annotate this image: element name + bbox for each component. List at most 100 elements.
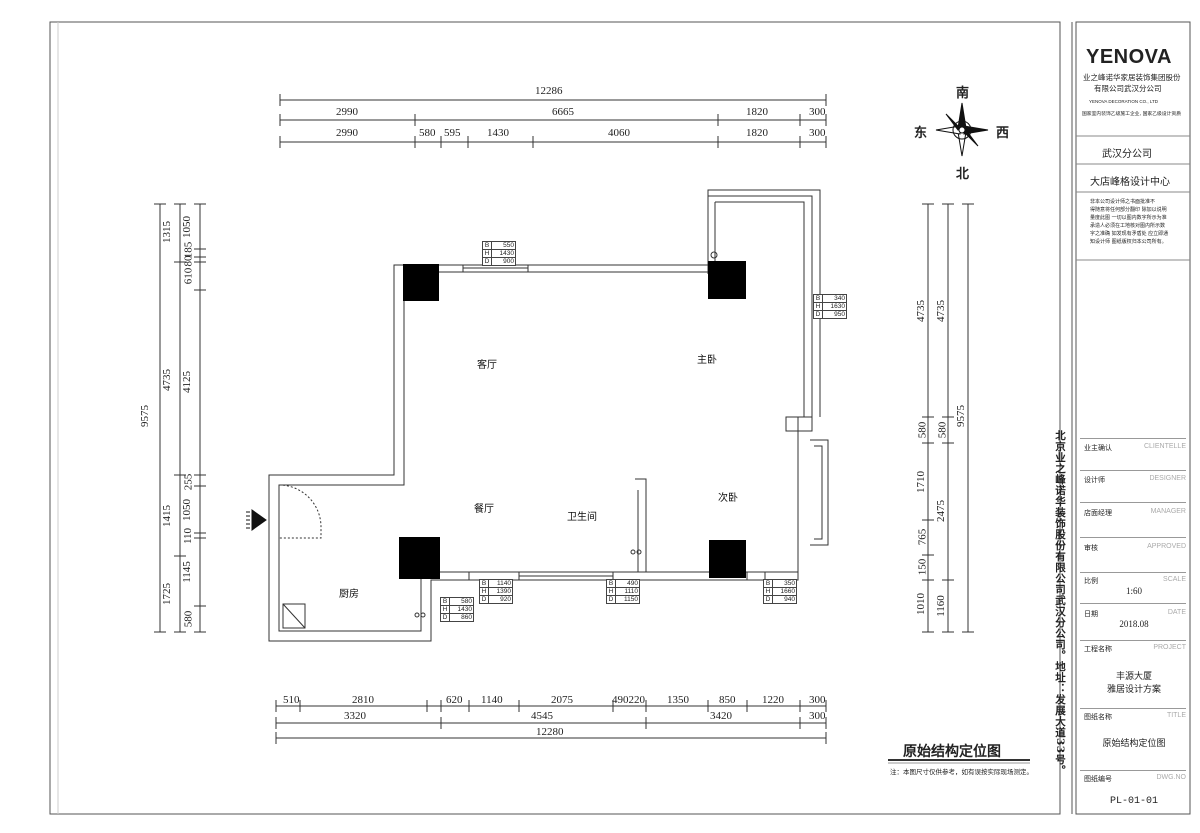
dim-top-r1: 6665 bbox=[552, 106, 574, 118]
dim-bottom-r2: 300 bbox=[809, 710, 826, 722]
tb-divider bbox=[1080, 708, 1186, 709]
dim-top-r1: 300 bbox=[809, 106, 826, 118]
dim-right-inner: 4735 bbox=[915, 300, 927, 322]
tb-dwg-key: 图纸编号 bbox=[1084, 775, 1112, 783]
dim-left-inner: 110 bbox=[182, 527, 195, 545]
company-slogan: 国家室内装饰乙级施工企业, 国家乙级设计资质 bbox=[1082, 112, 1181, 117]
dim-left-inner: 255 bbox=[182, 473, 195, 491]
dim-bottom-total: 12280 bbox=[536, 726, 564, 738]
dim-right-outer: 4735 bbox=[935, 300, 947, 322]
tb-date-en: DATE bbox=[1167, 609, 1186, 616]
dim-bottom-r1: 510 bbox=[283, 694, 300, 706]
tb-divider bbox=[1080, 572, 1186, 573]
dim-right-inner: 1710 bbox=[915, 471, 927, 493]
dim-left-outer: 1415 bbox=[161, 505, 173, 527]
dim-top-r2: 2990 bbox=[336, 127, 358, 139]
dim-bottom-r2: 3420 bbox=[710, 710, 732, 722]
dim-top-r2: 580 bbox=[419, 127, 436, 139]
dim-top-r1: 1820 bbox=[746, 106, 768, 118]
compass-north: 北 bbox=[956, 167, 970, 182]
tb-dwg-value: PL-01-01 bbox=[1109, 796, 1158, 807]
tb-scale-en: SCALE bbox=[1163, 576, 1186, 583]
dim-right-outer: 1160 bbox=[934, 595, 947, 617]
tb-title-en: TITLE bbox=[1166, 712, 1186, 719]
dim-bottom-r2: 4545 bbox=[531, 710, 553, 722]
room-master-bedroom: 主卧 bbox=[697, 355, 717, 366]
tb-review-key: 审核 bbox=[1084, 544, 1098, 552]
dim-right-total: 9575 bbox=[955, 405, 967, 427]
tb-designer-key: 设计师 bbox=[1084, 476, 1105, 484]
dim-bottom-r1: 490220 bbox=[612, 694, 645, 706]
tb-divider bbox=[1080, 470, 1186, 471]
dim-top-r2: 595 bbox=[444, 127, 461, 139]
dim-left-inner: 1050 bbox=[181, 216, 193, 238]
tb-scale-value: 1:60 bbox=[1125, 586, 1142, 596]
drawing-note: 注：本图尺寸仅供参考，如有误按实际现场测定。 bbox=[890, 768, 1033, 776]
company-english: YENOVA DECORATION CO., LTD bbox=[1089, 99, 1159, 104]
room-bathroom: 卫生间 bbox=[567, 512, 597, 523]
dim-top-total: 12286 bbox=[535, 85, 563, 97]
compass-south: 南 bbox=[956, 86, 970, 101]
structural-column bbox=[709, 540, 746, 578]
tb-divider bbox=[1080, 770, 1186, 771]
dim-bottom-r1: 620 bbox=[446, 694, 463, 706]
dim-top-r2: 4060 bbox=[608, 127, 630, 139]
tb-owner-key: 业主确认 bbox=[1084, 444, 1112, 452]
copyright-notice: 非本公司设计师之书面批准不 得随意将任何部分翻印 除加以说明 量度此图 一切以图… bbox=[1090, 199, 1169, 245]
tb-title-key: 图纸名称 bbox=[1084, 713, 1112, 721]
tb-divider bbox=[1080, 537, 1186, 538]
dim-top-r2: 300 bbox=[809, 127, 826, 139]
dim-bottom-r1: 1140 bbox=[481, 694, 503, 706]
dim-left-total: 9575 bbox=[139, 405, 151, 427]
tb-divider bbox=[1080, 640, 1186, 641]
tb-designer-en: DESIGNER bbox=[1149, 475, 1186, 482]
dim-right-inner: 765 bbox=[916, 528, 929, 546]
side-address: 北京业之峰诺华装饰股份有限公司武汉分公司。地址：发展大道33号。 bbox=[1054, 430, 1066, 776]
dim-left-outer: 1725 bbox=[161, 583, 173, 605]
room-kitchen: 厨房 bbox=[339, 589, 359, 600]
dim-left-inner: 610 bbox=[182, 267, 195, 285]
room-dining: 餐厅 bbox=[474, 504, 494, 515]
tb-manager-en: MANAGER bbox=[1150, 508, 1186, 515]
brand-logo: YENOVA bbox=[1086, 46, 1172, 68]
dim-left-inner: 80 bbox=[182, 255, 195, 267]
dim-right-inner: 580 bbox=[916, 421, 929, 439]
dim-right-inner: 150 bbox=[916, 558, 929, 576]
dim-bottom-r1: 1350 bbox=[667, 694, 689, 706]
dim-left-inner: 1050 bbox=[181, 499, 193, 521]
drawing-title: 原始结构定位图 bbox=[903, 744, 1001, 760]
tb-project-key: 工程名称 bbox=[1084, 645, 1112, 653]
branch-name: 武汉分公司 bbox=[1102, 149, 1152, 160]
tb-owner-en: CLIENTELLE bbox=[1143, 443, 1186, 450]
tb-dwg-en: DWG.NO bbox=[1156, 774, 1186, 781]
tb-project-value1: 丰源大厦 bbox=[1115, 672, 1152, 682]
structural-column bbox=[708, 261, 746, 299]
room-living: 客厅 bbox=[477, 360, 497, 371]
dim-left-inner: 580 bbox=[182, 610, 195, 628]
company-name-line2: 有限公司武汉分公司 bbox=[1094, 84, 1162, 93]
dim-bottom-r1: 850 bbox=[719, 694, 736, 706]
dim-right-inner: 1010 bbox=[915, 593, 927, 615]
room-second-bedroom: 次卧 bbox=[718, 493, 738, 504]
tb-divider bbox=[1080, 502, 1186, 503]
tb-project-value2: 雅居设计方案 bbox=[1106, 685, 1161, 695]
compass-west: 西 bbox=[996, 126, 1010, 141]
dim-left-outer: 4735 bbox=[161, 369, 173, 391]
compass-east: 东 bbox=[914, 126, 928, 141]
dim-bottom-r2: 3320 bbox=[344, 710, 366, 722]
structural-column bbox=[403, 264, 439, 301]
tb-date-value: 2018.08 bbox=[1119, 619, 1149, 629]
dim-right-outer: 580 bbox=[936, 421, 949, 439]
dim-top-r2: 1820 bbox=[746, 127, 768, 139]
tb-manager-key: 店面经理 bbox=[1084, 509, 1112, 517]
tb-divider bbox=[1080, 438, 1186, 439]
dim-bottom-r1: 2810 bbox=[352, 694, 374, 706]
tb-review-en: APPROVED bbox=[1147, 543, 1186, 550]
tb-divider bbox=[1080, 603, 1186, 604]
